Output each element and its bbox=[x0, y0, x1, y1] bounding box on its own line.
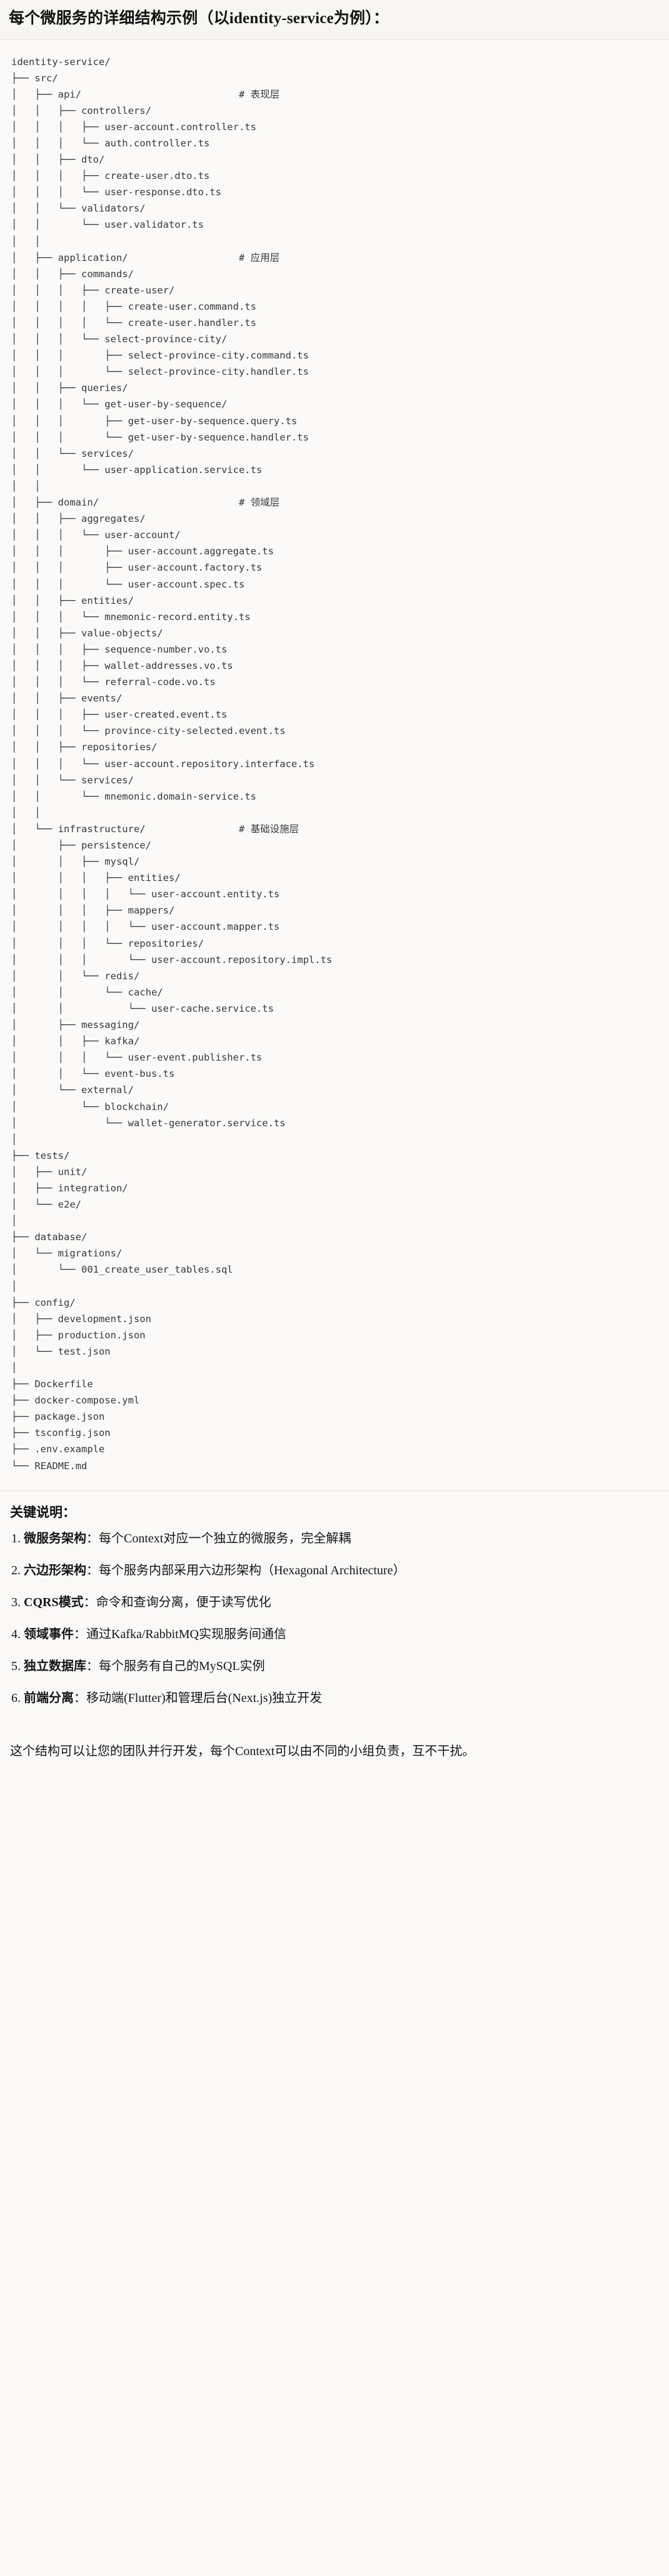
closing-paragraph: 这个结构可以让您的团队并行开发，每个Context可以由不同的小组负责，互不干扰… bbox=[0, 1738, 669, 1774]
key-note-desc: 命令和查询分离，便于读写优化 bbox=[96, 1595, 271, 1609]
key-note-desc: 移动端(Flutter)和管理后台(Next.js)独立开发 bbox=[86, 1691, 323, 1705]
document-page: 每个微服务的详细结构示例（以identity-service为例）： ident… bbox=[0, 0, 669, 1774]
key-note-desc: 通过Kafka/RabbitMQ实现服务间通信 bbox=[86, 1627, 286, 1641]
key-notes-heading: 关键说明： bbox=[10, 1504, 76, 1520]
list-item: 六边形架构：每个服务内部采用六边形架构（Hexagonal Architectu… bbox=[11, 1562, 659, 1580]
key-note-separator: ： bbox=[83, 1595, 96, 1609]
key-note-separator: ： bbox=[86, 1531, 99, 1545]
document-header: 每个微服务的详细结构示例（以identity-service为例）： bbox=[0, 0, 669, 40]
list-item: 微服务架构：每个Context对应一个独立的微服务，完全解耦 bbox=[11, 1530, 659, 1548]
key-notes-list: 微服务架构：每个Context对应一个独立的微服务，完全解耦 六边形架构：每个服… bbox=[10, 1530, 659, 1708]
key-note-term: 领域事件 bbox=[24, 1627, 74, 1641]
list-item: 前端分离：移动端(Flutter)和管理后台(Next.js)独立开发 bbox=[11, 1689, 659, 1708]
key-note-desc: 每个服务内部采用六边形架构（Hexagonal Architecture） bbox=[99, 1563, 406, 1577]
directory-tree-block: identity-service/ ├── src/ │ ├── api/ # … bbox=[0, 39, 669, 1491]
list-item: 独立数据库：每个服务有自己的MySQL实例 bbox=[11, 1657, 659, 1676]
key-note-separator: ： bbox=[74, 1691, 86, 1705]
key-note-term: 微服务架构 bbox=[24, 1531, 86, 1545]
key-notes-section: 关键说明： 微服务架构：每个Context对应一个独立的微服务，完全解耦 六边形… bbox=[0, 1490, 669, 1726]
page-title: 每个微服务的详细结构示例（以identity-service为例）： bbox=[9, 10, 390, 27]
key-note-term: CQRS模式 bbox=[24, 1595, 84, 1609]
key-note-term: 前端分离 bbox=[24, 1691, 74, 1705]
key-note-separator: ： bbox=[86, 1563, 99, 1577]
key-note-term: 独立数据库 bbox=[24, 1659, 86, 1673]
key-note-term: 六边形架构 bbox=[24, 1563, 86, 1577]
list-item: CQRS模式：命令和查询分离，便于读写优化 bbox=[11, 1594, 659, 1612]
key-note-separator: ： bbox=[86, 1659, 99, 1673]
key-note-desc: 每个服务有自己的MySQL实例 bbox=[99, 1659, 265, 1673]
directory-tree: identity-service/ ├── src/ │ ├── api/ # … bbox=[11, 56, 333, 1472]
key-note-desc: 每个Context对应一个独立的微服务，完全解耦 bbox=[99, 1531, 351, 1545]
key-note-separator: ： bbox=[74, 1627, 86, 1641]
list-item: 领域事件：通过Kafka/RabbitMQ实现服务间通信 bbox=[11, 1626, 659, 1644]
